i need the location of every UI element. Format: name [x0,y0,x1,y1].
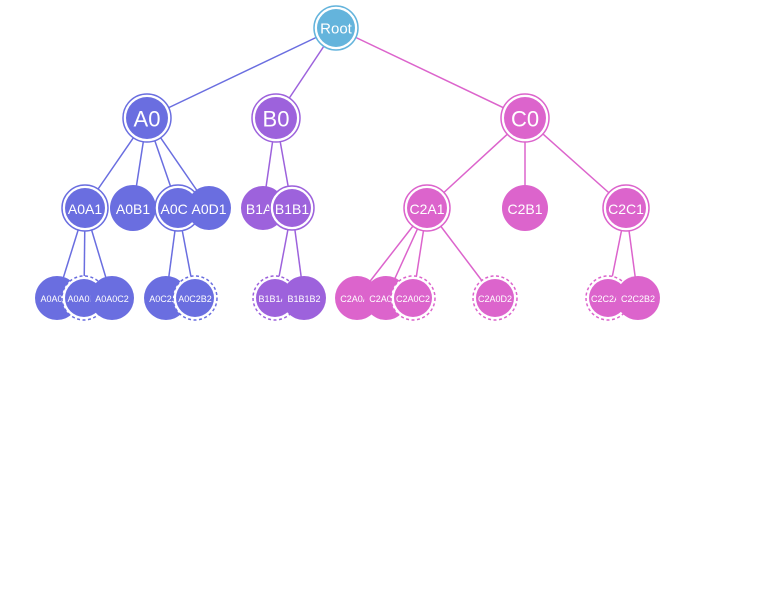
node-label: C2A0A2 [340,294,374,304]
node-root[interactable]: Root [313,5,359,51]
node-label: A0A0B2 [67,294,100,304]
node-a0[interactable]: A0 [122,93,172,143]
node-label: C2C2A2 [591,294,625,304]
node-c2a0c2[interactable]: C2A0C2 [390,275,436,321]
node-b1b1[interactable]: B1B1 [269,185,315,231]
node-a0c2b2[interactable]: A0C2B2 [172,275,218,321]
edge-root-c0 [335,27,526,119]
node-c0[interactable]: C0 [500,93,550,143]
node-a0a0c2[interactable]: A0A0C2 [90,276,134,320]
node-a0c1[interactable]: A0C1 [154,184,202,232]
node-label: B1B1B2 [287,294,320,304]
edges-layer [56,27,639,299]
node-label: C2A0D2 [478,294,512,304]
node-label: A0B1 [116,201,150,217]
node-label: A0A0A0 [40,294,73,304]
node-label: B0 [263,107,290,132]
node-label: A0A0C2 [95,294,129,304]
node-label: C2C2B2 [621,294,655,304]
node-a0d1[interactable]: A0D1 [187,186,231,230]
node-label: A0A1 [68,201,102,217]
node-label: C2B1 [507,201,542,217]
node-b0[interactable]: B0 [251,93,301,143]
node-c2c1[interactable]: C2C1 [602,184,650,232]
node-label: C0 [511,107,539,132]
node-label: Root [320,21,353,38]
node-label: B1B1 [275,201,309,217]
node-a0a1[interactable]: A0A1 [61,184,109,232]
node-c2c2b2[interactable]: C2C2B2 [616,276,660,320]
node-c2a1[interactable]: C2A1 [403,184,451,232]
node-label: A0 [134,107,161,132]
node-label: C2A1 [409,201,444,217]
node-a0b1[interactable]: A0B1 [110,185,156,231]
node-c2b1[interactable]: C2B1 [502,185,548,231]
node-label: C2C1 [608,201,644,217]
edge-root-a0 [146,27,337,119]
node-label: C2A0C2 [396,294,430,304]
node-label: B1B1A2 [258,294,291,304]
node-b1b1b2[interactable]: B1B1B2 [282,276,326,320]
node-label: A0C2B2 [178,294,212,304]
node-label: A0C2A2 [149,294,183,304]
node-label: A0D1 [191,201,226,217]
node-label: C2A0B2 [369,294,403,304]
node-c2a0d2[interactable]: C2A0D2 [472,275,518,321]
node-label: A0C1 [160,201,195,217]
